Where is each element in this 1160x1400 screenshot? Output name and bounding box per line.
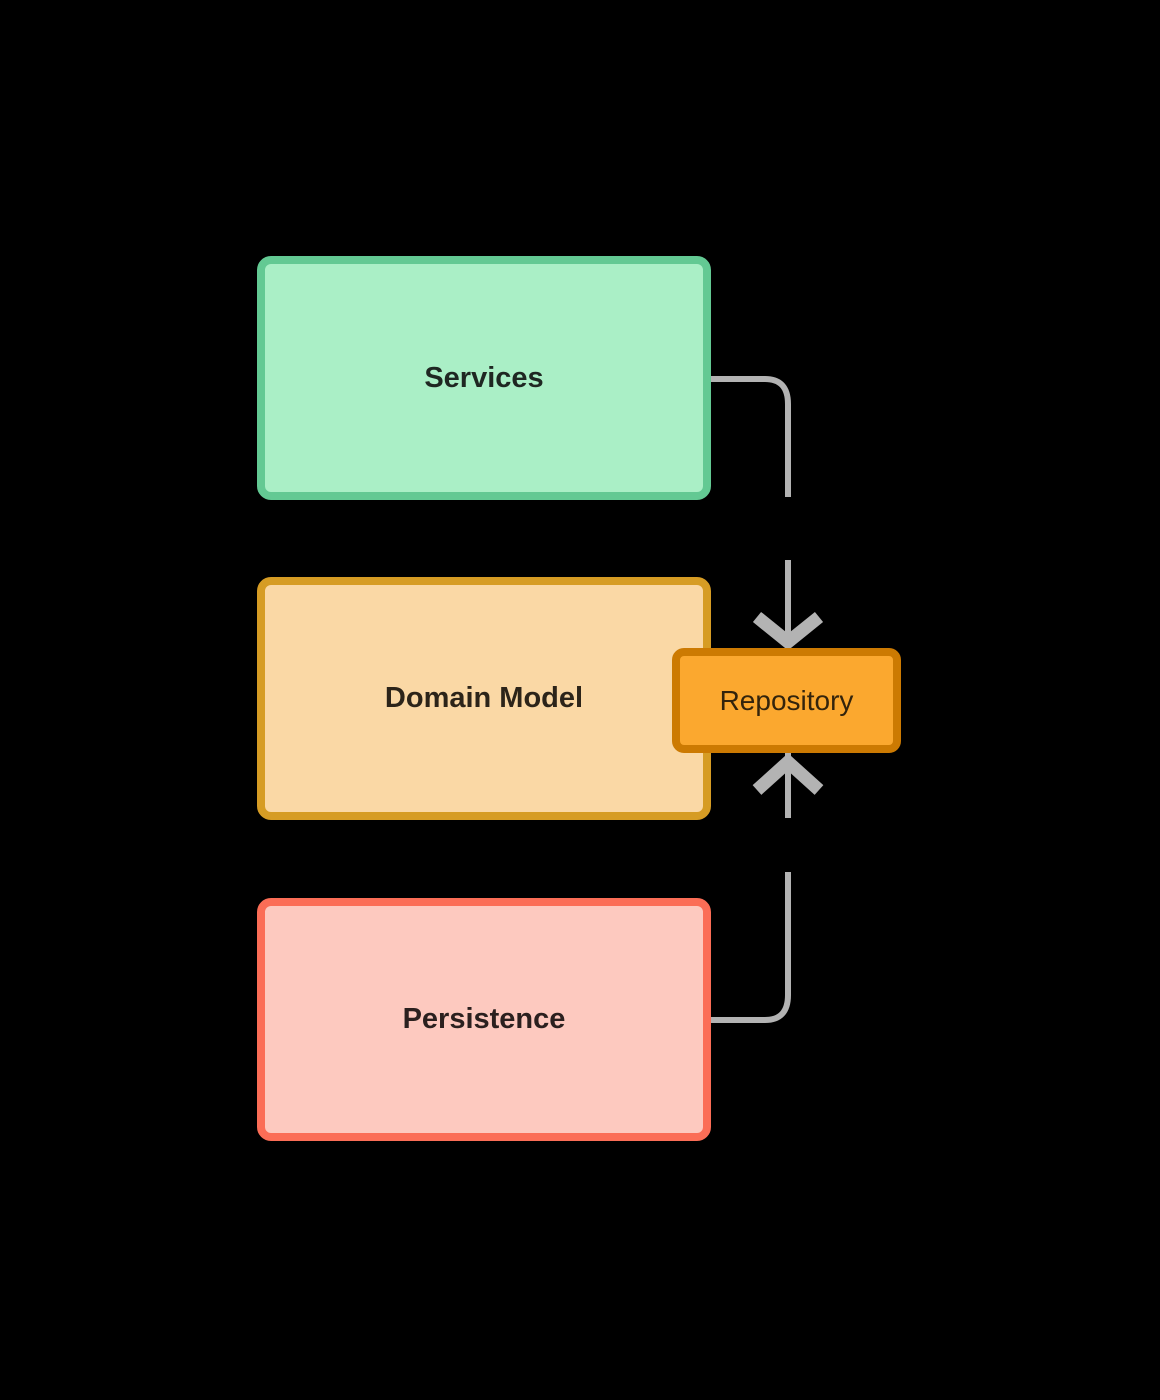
node-domain-model-label: Domain Model	[384, 682, 584, 715]
arrowhead-down-icon	[752, 611, 824, 651]
node-services-label: Services	[424, 361, 544, 394]
node-repository-label: Repository	[719, 684, 854, 716]
edge-segment-upper	[711, 376, 791, 497]
node-repository[interactable]: Repository	[672, 648, 901, 753]
node-services[interactable]: Services	[257, 256, 711, 500]
node-domain-model[interactable]: Domain Model	[257, 577, 711, 820]
node-persistence-label: Persistence	[402, 1003, 566, 1036]
edge-services-to-repository	[711, 376, 824, 651]
edge-segment-lower	[711, 872, 791, 1023]
arrowhead-up-icon	[752, 753, 824, 795]
edge-persistence-to-repository	[711, 753, 824, 1023]
node-persistence[interactable]: Persistence	[257, 898, 711, 1141]
